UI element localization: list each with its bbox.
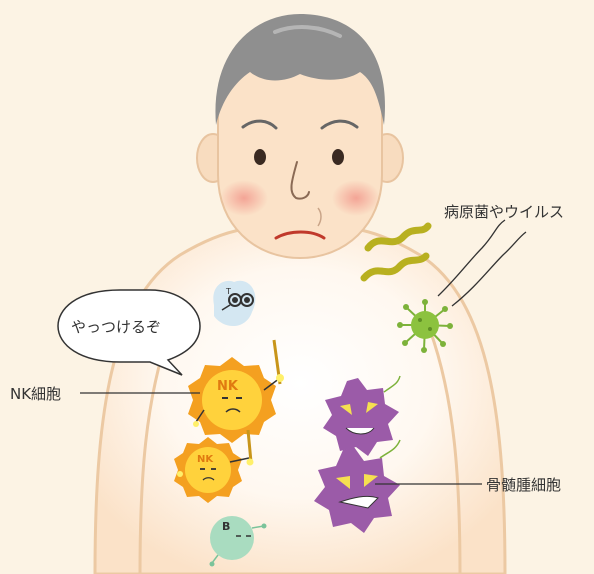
nk-cell-1-mark: NK: [217, 379, 239, 394]
t-cell-mark: T: [225, 287, 231, 296]
torso: [95, 227, 505, 574]
nk-cell-label: NK細胞: [10, 383, 61, 404]
pathogen-label: 病原菌やウイルス: [444, 201, 564, 222]
virus: [397, 299, 453, 353]
left-cheek: [220, 180, 268, 216]
speech-text: やっつけるぞ: [71, 316, 161, 337]
right-cheek: [332, 180, 380, 216]
nk-cell-2-mark: NK: [197, 454, 214, 465]
b-cell-mark: B: [222, 520, 230, 533]
right-eye: [332, 149, 344, 165]
left-eye: [254, 149, 266, 165]
myeloma-label: 骨髄腫細胞: [486, 474, 561, 495]
